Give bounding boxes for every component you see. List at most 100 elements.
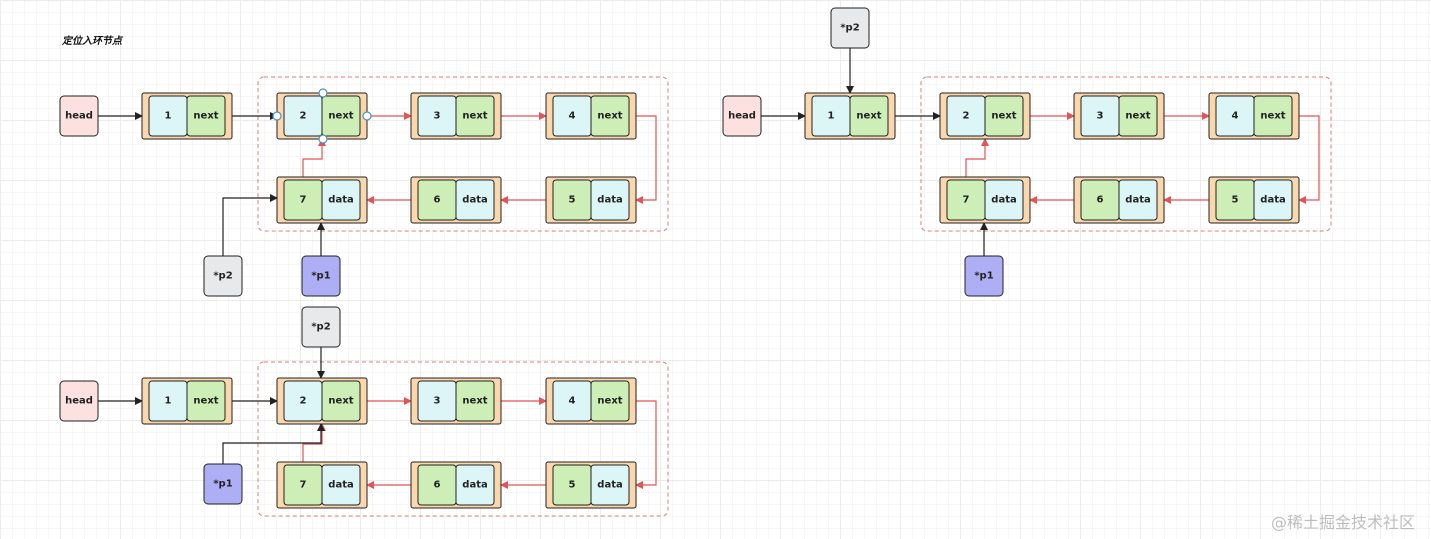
right-node-1[interactable]: 1 next bbox=[804, 92, 896, 140]
top-left-cycle-region bbox=[257, 76, 669, 232]
page-title: 定位入环节点 bbox=[62, 36, 122, 47]
bottom-left-pointer-p1[interactable]: *p1 bbox=[203, 463, 243, 505]
node-field-cell bbox=[321, 179, 361, 221]
node-field-cell bbox=[590, 464, 630, 506]
node-value-label: 5 bbox=[569, 195, 576, 206]
node-field-cell bbox=[849, 95, 889, 137]
node-value-label: 1 bbox=[165, 396, 172, 407]
node-value-label: 6 bbox=[434, 480, 441, 491]
node-value-label: 1 bbox=[165, 111, 172, 122]
selection-handle[interactable] bbox=[318, 134, 328, 144]
node-field-cell bbox=[455, 380, 495, 422]
bottom-left-node-3[interactable]: 3 next bbox=[410, 377, 502, 425]
node-field-label: next bbox=[991, 111, 1016, 122]
selection-handle[interactable] bbox=[272, 111, 282, 121]
node-field-label: data bbox=[328, 480, 353, 491]
bottom-left-head[interactable]: head bbox=[59, 380, 99, 422]
node-field-cell bbox=[590, 380, 630, 422]
bottom-left-arrow-4-to-5 bbox=[635, 400, 657, 489]
bottom-left-node-7[interactable]: 7 data bbox=[276, 461, 368, 509]
node-field-label: next bbox=[328, 111, 353, 122]
top-left-arrow-7-to-2 bbox=[302, 138, 326, 177]
bottom-left-head-box bbox=[59, 380, 99, 422]
bottom-left-node-2[interactable]: 2 next bbox=[276, 377, 368, 425]
node-field-label: data bbox=[1260, 195, 1285, 206]
top-left-pointer-p1[interactable]: *p1 bbox=[301, 255, 341, 297]
right-node-7[interactable]: 7 data bbox=[939, 176, 1031, 224]
right-pointer-p2[interactable]: *p2 bbox=[830, 7, 870, 49]
node-value-label: 3 bbox=[1097, 111, 1104, 122]
bottom-left-pointer-p2-label: *p2 bbox=[311, 322, 330, 333]
top-left-node-2[interactable]: 2 next bbox=[276, 92, 368, 140]
node-value-label: 2 bbox=[300, 111, 307, 122]
bottom-left-pointer-p1-label: *p1 bbox=[213, 479, 232, 490]
right-node-2[interactable]: 2 next bbox=[939, 92, 1031, 140]
node-field-label: next bbox=[462, 111, 487, 122]
watermark-text: @稀土掘金技术社区 bbox=[1270, 513, 1415, 532]
top-left-head[interactable]: head bbox=[59, 95, 99, 137]
node-field-cell bbox=[186, 95, 226, 137]
top-left-head-box bbox=[59, 95, 99, 137]
node-field-label: data bbox=[597, 195, 622, 206]
node-field-label: next bbox=[462, 396, 487, 407]
node-value-label: 2 bbox=[963, 111, 970, 122]
node-field-cell bbox=[455, 464, 495, 506]
node-value-label: 7 bbox=[300, 480, 307, 491]
node-field-label: data bbox=[991, 195, 1016, 206]
bottom-left-pointer-p1-box bbox=[203, 463, 243, 505]
node-value-label: 7 bbox=[300, 195, 307, 206]
right-pointer-p1-box bbox=[964, 255, 1004, 297]
node-field-label: data bbox=[1125, 195, 1150, 206]
top-left-node-3[interactable]: 3 next bbox=[410, 92, 502, 140]
bottom-left-node-6[interactable]: 6 data bbox=[410, 461, 502, 509]
right-pointer-p2-label: *p2 bbox=[840, 23, 859, 34]
top-left-node-5[interactable]: 5 data bbox=[545, 176, 637, 224]
top-left-arrow-p2-to-7 bbox=[222, 194, 278, 256]
top-left-pointer-p2[interactable]: *p2 bbox=[203, 255, 243, 297]
node-field-cell bbox=[1118, 95, 1158, 137]
node-field-cell bbox=[1253, 95, 1293, 137]
node-value-label: 4 bbox=[569, 111, 576, 122]
right-pointer-p1[interactable]: *p1 bbox=[964, 255, 1004, 297]
selection-handle[interactable] bbox=[318, 88, 328, 98]
top-left-pointer-p1-box bbox=[301, 255, 341, 297]
right-cycle-region bbox=[920, 76, 1332, 232]
node-field-label: next bbox=[856, 111, 881, 122]
node-value-label: 3 bbox=[434, 111, 441, 122]
node-value-label: 6 bbox=[434, 195, 441, 206]
top-left-node-1[interactable]: 1 next bbox=[141, 92, 233, 140]
top-left-node-4[interactable]: 4 next bbox=[545, 92, 637, 140]
selection-handle[interactable] bbox=[362, 111, 372, 121]
right-node-3[interactable]: 3 next bbox=[1073, 92, 1165, 140]
node-value-label: 2 bbox=[300, 396, 307, 407]
node-field-cell bbox=[984, 95, 1024, 137]
node-value-label: 7 bbox=[963, 195, 970, 206]
node-field-label: next bbox=[597, 111, 622, 122]
node-field-label: next bbox=[597, 396, 622, 407]
bottom-left-pointer-p2[interactable]: *p2 bbox=[301, 306, 341, 348]
node-field-label: next bbox=[1125, 111, 1150, 122]
top-left-pointer-p2-box bbox=[203, 255, 243, 297]
node-field-cell bbox=[984, 179, 1024, 221]
node-field-cell bbox=[1118, 179, 1158, 221]
right-head-label: head bbox=[728, 111, 756, 122]
node-value-label: 1 bbox=[828, 111, 835, 122]
node-field-cell bbox=[321, 95, 361, 137]
node-field-label: next bbox=[328, 396, 353, 407]
right-head[interactable]: head bbox=[722, 95, 762, 137]
bottom-left-pointer-p2-box bbox=[301, 306, 341, 348]
node-field-cell bbox=[590, 95, 630, 137]
node-field-label: next bbox=[193, 111, 218, 122]
node-field-cell bbox=[321, 380, 361, 422]
node-value-label: 3 bbox=[434, 396, 441, 407]
node-field-label: data bbox=[462, 480, 487, 491]
